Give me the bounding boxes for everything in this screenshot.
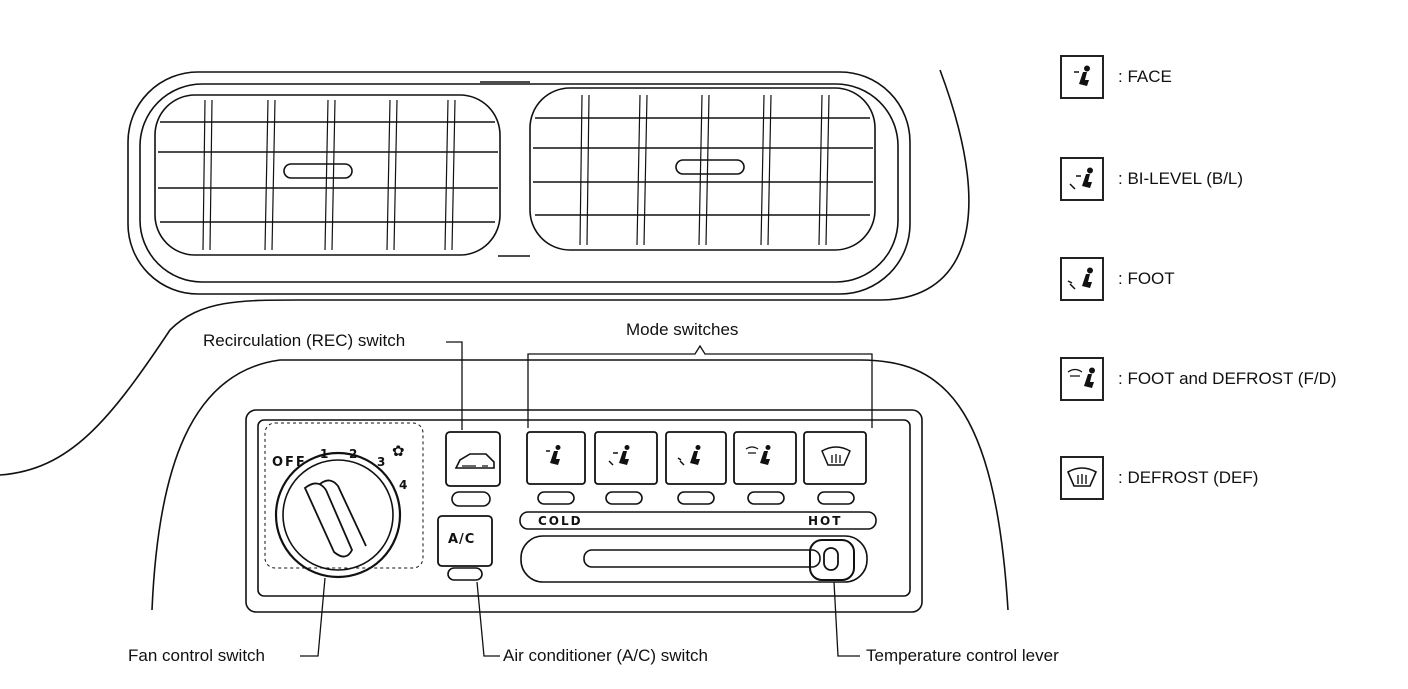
legend-face-text: : FACE (1118, 67, 1172, 86)
foot-defrost-mode-icon (1060, 357, 1104, 401)
ac-button-label: A/C (448, 532, 476, 547)
legend-foot-defrost: : FOOT and DEFROST (F/D) (1060, 357, 1400, 407)
mode-switches-bracket (527, 344, 873, 428)
legend-defrost-text: : DEFROST (DEF) (1118, 468, 1259, 487)
temp-leader (833, 581, 860, 657)
legend-defrost: : DEFROST (DEF) (1060, 456, 1400, 506)
air-conditioner-callout: Air conditioner (A/C) switch (503, 646, 709, 665)
temperature-control-lever[interactable] (520, 535, 868, 583)
fan-leader (300, 577, 326, 657)
air-conditioner-button[interactable] (437, 515, 493, 581)
control-panel (245, 409, 923, 613)
mode-switch-buttons[interactable] (526, 431, 867, 505)
vent-housing (127, 71, 911, 295)
legend-foot-defrost-text: : FOOT and DEFROST (F/D) (1118, 369, 1337, 388)
console-outline (151, 359, 1009, 611)
mode-switches-callout: Mode switches (626, 320, 739, 339)
fan-high-icon: ✿ (392, 443, 405, 460)
fan-control-callout: Fan control switch (128, 646, 265, 665)
legend-foot-text: : FOOT (1118, 269, 1175, 288)
bi-level-mode-icon (1060, 157, 1104, 201)
foot-mode-icon (1060, 257, 1104, 301)
legend-bi-level-text: : BI-LEVEL (B/L) (1118, 169, 1244, 188)
temperature-lever-callout: Temperature control lever (866, 646, 1059, 665)
legend-face: : FACE (1060, 55, 1400, 105)
fan-control-knob[interactable] (274, 451, 402, 579)
legend-foot: : FOOT (1060, 257, 1400, 307)
legend-bi-level: : BI-LEVEL (B/L) (1060, 157, 1400, 207)
temperature-scale (519, 511, 877, 530)
left-air-vent (154, 94, 501, 256)
defrost-mode-icon (1060, 456, 1104, 500)
recirculation-button[interactable] (445, 431, 501, 507)
dashboard-outline (0, 69, 970, 476)
fan-position-1: 1 (320, 447, 329, 461)
right-air-vent (529, 87, 876, 251)
fan-position-off: OFF (272, 455, 307, 470)
face-mode-icon (1060, 55, 1104, 99)
fan-position-3: 3 (377, 455, 386, 469)
cold-label: COLD (538, 514, 583, 528)
hot-label: HOT (808, 514, 843, 528)
recirculation-callout: Recirculation (REC) switch (203, 331, 406, 350)
rec-leader (446, 341, 463, 430)
fan-position-2: 2 (349, 447, 358, 461)
ac-leader (476, 581, 500, 657)
fan-position-4: 4 (399, 478, 408, 492)
